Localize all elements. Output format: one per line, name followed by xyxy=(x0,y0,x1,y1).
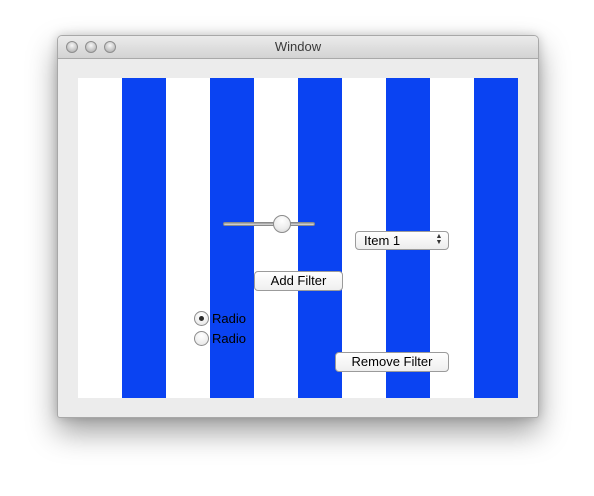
radio-button-selected[interactable] xyxy=(194,311,209,326)
up-down-arrows-icon: ▲▼ xyxy=(435,233,443,246)
popup-selected-label: Item 1 xyxy=(364,233,401,248)
blue-stripe xyxy=(122,78,166,398)
radio-option-2[interactable]: Radio xyxy=(194,330,254,346)
radio-label: Radio xyxy=(212,311,246,326)
radio-option-1[interactable]: Radio xyxy=(194,310,254,326)
filter-slider[interactable] xyxy=(223,215,315,233)
zoom-button[interactable] xyxy=(104,41,116,53)
blue-stripe xyxy=(474,78,518,398)
blue-stripe xyxy=(298,78,342,398)
window-title: Window xyxy=(274,39,322,54)
slider-track[interactable] xyxy=(223,222,315,226)
close-button[interactable] xyxy=(66,41,78,53)
striped-canvas: Item 1 ▲▼ Add Filter Radio Radio Remove … xyxy=(78,78,518,398)
minimize-button[interactable] xyxy=(85,41,97,53)
item-popup-button[interactable]: Item 1 ▲▼ xyxy=(355,231,449,250)
title-bar[interactable]: Window xyxy=(58,36,538,59)
remove-filter-button[interactable]: Remove Filter xyxy=(335,352,449,372)
slider-thumb[interactable] xyxy=(273,215,291,233)
radio-selected-dot xyxy=(199,316,204,321)
add-filter-button[interactable]: Add Filter xyxy=(254,271,343,291)
radio-button-unselected[interactable] xyxy=(194,331,209,346)
app-window: Window Item 1 ▲▼ Add Filter Radio Radio … xyxy=(57,35,539,418)
blue-stripe xyxy=(210,78,254,398)
radio-label: Radio xyxy=(212,331,246,346)
